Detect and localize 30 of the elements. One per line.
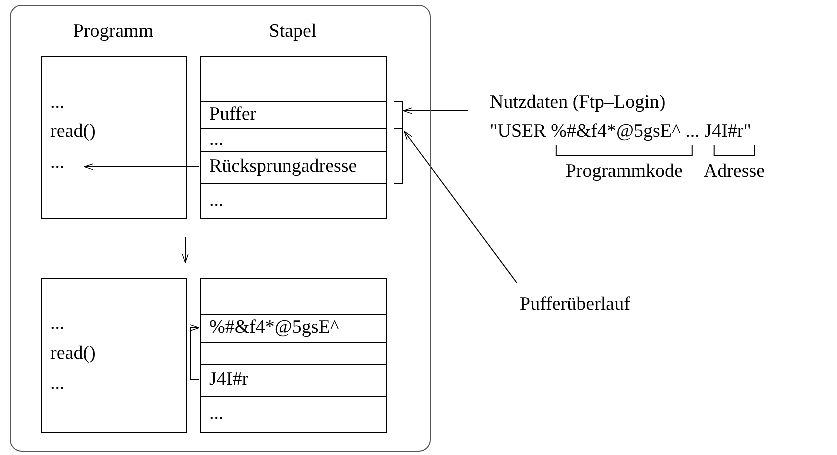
arrow xyxy=(190,324,200,380)
frame xyxy=(10,5,431,452)
code-line: ... xyxy=(50,372,65,394)
payload-title: Nutzdaten (Ftp–Login) xyxy=(490,92,666,114)
payload-string: "USER %#&f4*@5gsE^ ... J4I#r" xyxy=(490,121,752,143)
code-line: read() xyxy=(50,342,96,364)
stack-box xyxy=(200,278,386,432)
cell-label: ... xyxy=(210,190,224,212)
cell-label: ... xyxy=(210,128,224,150)
cell-label: Puffer xyxy=(210,104,257,126)
arrow xyxy=(84,164,200,170)
cell-label: Rücksprungadresse xyxy=(210,156,358,178)
cell-label: ... xyxy=(210,403,224,425)
cell-label: J4I#r xyxy=(210,369,249,391)
part-label: Programmkode xyxy=(566,161,683,183)
part-label: Adresse xyxy=(704,161,766,183)
arrow xyxy=(403,108,468,114)
code-line: ... xyxy=(50,152,65,174)
code-line: ... xyxy=(50,92,65,114)
bracket xyxy=(394,100,404,128)
code-line: ... xyxy=(50,312,65,334)
bracket xyxy=(394,128,404,184)
program-box xyxy=(40,278,186,432)
cell-label: %#&f4*@5gsE^ xyxy=(210,317,340,339)
column-heading: Programm xyxy=(72,20,155,42)
annotation-label: Pufferüberlauf xyxy=(520,294,630,316)
column-heading: Stapel xyxy=(268,20,318,42)
code-line: read() xyxy=(50,120,96,142)
stack-cell xyxy=(200,314,386,342)
arrow xyxy=(404,131,518,284)
